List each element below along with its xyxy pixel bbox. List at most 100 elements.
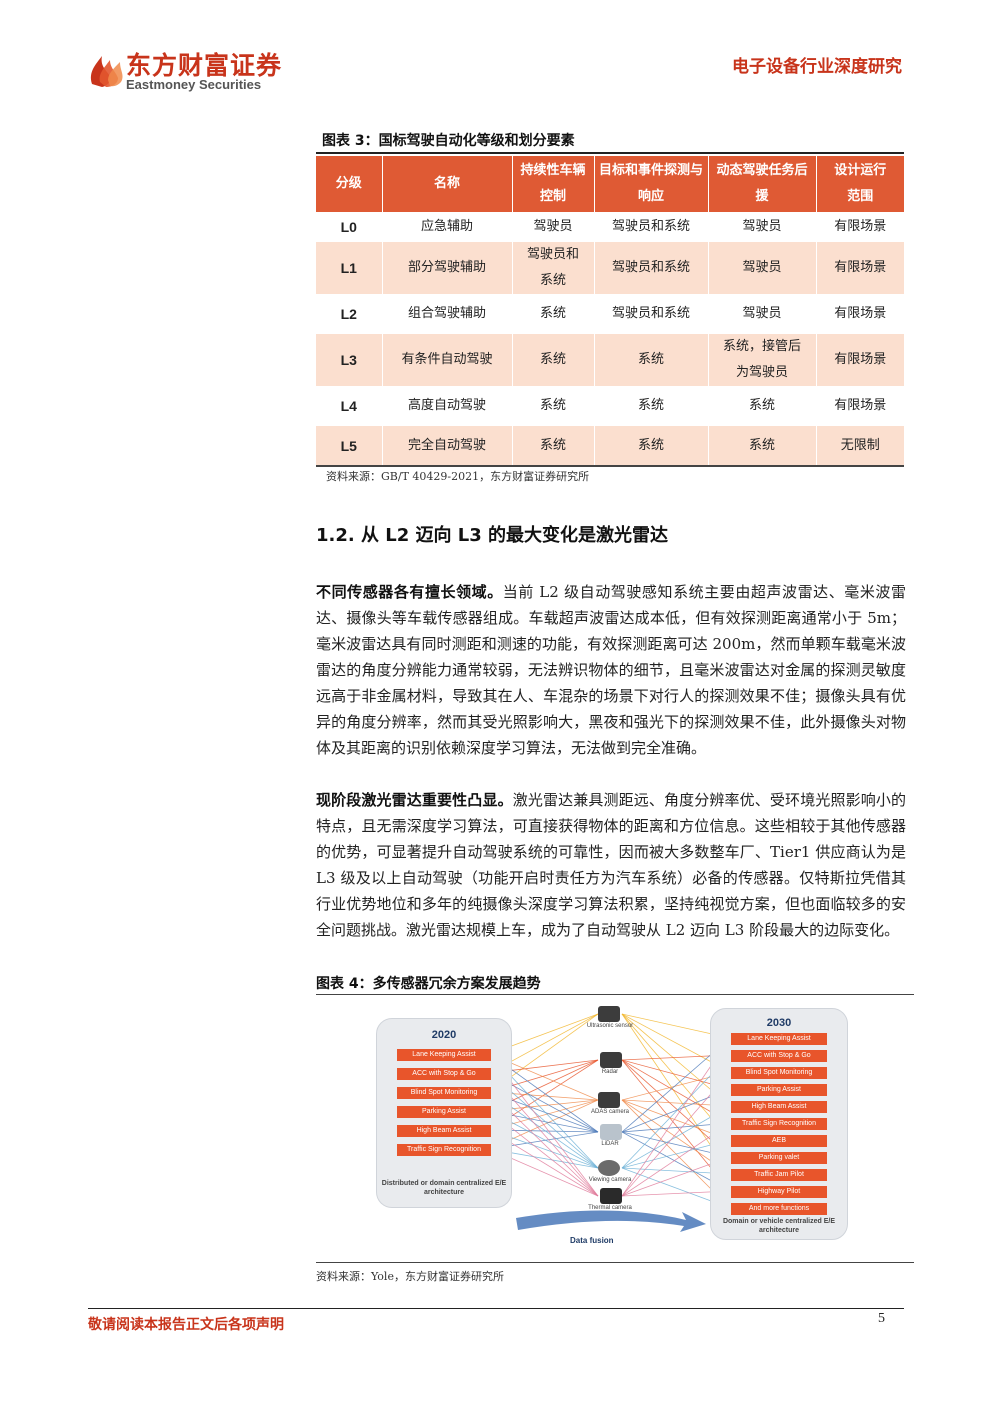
table-cell: 系统，接管后为驾驶员	[708, 334, 817, 386]
table-cell: 驾驶员	[512, 212, 595, 242]
table-cell: 有限场景	[816, 212, 904, 242]
table-cell: 高度自动驾驶	[382, 386, 513, 426]
right-function-pill: AEB	[731, 1135, 827, 1147]
table-cell: 系统	[594, 426, 709, 467]
paragraph-sensors-lead: 不同传感器各有擅长领域。	[316, 583, 503, 601]
table-cell: 系统	[512, 334, 595, 386]
table-header-row: 分级名称持续性车辆控制目标和事件探测与响应动态驾驶任务后援设计运行范围	[316, 156, 904, 212]
table-cell: 组合驾驶辅助	[382, 294, 513, 334]
panel-2020-footer: Distributed or domain centralized E/E ar…	[381, 1180, 507, 1196]
paragraph-lidar: 现阶段激光雷达重要性凸显。激光雷达兼具测距远、角度分辨率优、受环境光照影响小的特…	[316, 787, 906, 943]
paragraph-lidar-lead: 现阶段激光雷达重要性凸显。	[316, 791, 513, 809]
column-header: 动态驾驶任务后援	[708, 156, 817, 212]
column-header: 设计运行范围	[816, 156, 904, 212]
table-caption: 图表 3：国标驾驶自动化等级和划分要素	[322, 133, 575, 149]
logo-english-name: Eastmoney Securities	[126, 77, 262, 92]
left-function-pill: Lane Keeping Assist	[397, 1049, 491, 1061]
table-cell: 系统	[512, 426, 595, 467]
table-cell: 系统	[512, 386, 595, 426]
sensor-device-icon	[598, 1006, 620, 1022]
sensor-label: Ultrasonic sensor	[586, 1023, 634, 1029]
level-cell: L0	[316, 212, 383, 242]
right-function-pill: High Beam Assist	[731, 1101, 827, 1113]
table-cell: 系统	[708, 426, 817, 467]
page-number: 5	[878, 1311, 885, 1326]
level-cell: L3	[316, 334, 383, 386]
sensor-label: Radar	[601, 1069, 619, 1075]
sensor-label: Thermal camera	[588, 1205, 632, 1211]
caption-rule	[316, 152, 904, 154]
flame-logo-icon	[90, 56, 123, 87]
panel-2020-year: 2020	[431, 1029, 457, 1041]
left-function-pill: ACC with Stop & Go	[397, 1068, 491, 1080]
right-function-pill: Highway Pilot	[731, 1186, 827, 1198]
company-logo: 东方财富证券 Eastmoney Securities	[86, 44, 286, 94]
left-function-pill: Traffic Sign Recognition	[397, 1144, 491, 1156]
figure-source: 资料来源：Yole，东方财富证券研究所	[316, 1270, 504, 1283]
table-cell: 系统	[594, 386, 709, 426]
data-fusion-arrow-icon	[516, 1210, 706, 1232]
figure-caption: 图表 4：多传感器冗余方案发展趋势	[316, 976, 541, 992]
footer-disclaimer: 敬请阅读本报告正文后各项声明	[88, 1317, 284, 1333]
figure-top-rule	[316, 994, 914, 995]
table-cell: 有限场景	[816, 334, 904, 386]
right-function-pill: Traffic Sign Recognition	[731, 1118, 827, 1130]
sensor-label: LiDAR	[601, 1141, 619, 1147]
table-cell: 有限场景	[816, 386, 904, 426]
table-cell: 有限场景	[816, 294, 904, 334]
right-function-pill: And more functions	[731, 1203, 827, 1215]
paragraph-sensors-text: 当前 L2 级自动驾驶感知系统主要由超声波雷达、毫米波雷达、摄像头等车载传感器组…	[316, 583, 906, 757]
table-cell: 驾驶员和系统	[594, 242, 709, 294]
column-header: 名称	[382, 156, 513, 212]
column-header: 目标和事件探测与响应	[594, 156, 709, 212]
table-cell: 系统	[594, 334, 709, 386]
column-header: 持续性车辆控制	[512, 156, 595, 212]
table-cell: 驾驶员	[708, 294, 817, 334]
level-cell: L2	[316, 294, 383, 334]
level-cell: L1	[316, 242, 383, 294]
table-cell: 驾驶员和系统	[512, 242, 595, 294]
right-function-pill: Parking Assist	[731, 1084, 827, 1096]
sensor-device-icon	[598, 1160, 620, 1176]
table-source: 资料来源：GB/T 40429-2021，东方财富证券研究所	[326, 470, 590, 483]
section-heading: 1.2. 从 L2 迈向 L3 的最大变化是激光雷达	[316, 525, 669, 546]
sensor-label: Viewing camera	[588, 1177, 632, 1183]
sensor-label: ADAS camera	[590, 1109, 629, 1115]
table-cell: 驾驶员和系统	[594, 294, 709, 334]
sensor-device-icon	[600, 1124, 622, 1140]
figure-bottom-rule	[316, 1262, 914, 1263]
left-function-pill: High Beam Assist	[397, 1125, 491, 1137]
table-cell: 有限场景	[816, 242, 904, 294]
paragraph-lidar-text: 激光雷达兼具测距远、角度分辨率优、受环境光照影响小的特点，且无需深度学习算法，可…	[316, 791, 906, 939]
right-function-pill: Parking valet	[731, 1152, 827, 1164]
sensor-device-icon	[598, 1092, 620, 1108]
sensor-device-icon	[600, 1188, 622, 1204]
left-function-pill: Parking Assist	[397, 1106, 491, 1118]
column-header: 分级	[316, 156, 383, 212]
table-cell: 驾驶员	[708, 212, 817, 242]
table-cell: 系统	[512, 294, 595, 334]
table-cell: 系统	[708, 386, 817, 426]
report-category-title: 电子设备行业深度研究	[732, 57, 902, 77]
right-function-pill: Traffic Jam Pilot	[731, 1169, 827, 1181]
footer-rule	[88, 1308, 904, 1309]
table-cell: 应急辅助	[382, 212, 513, 242]
right-function-pill: ACC with Stop & Go	[731, 1050, 827, 1062]
table-cell: 无限制	[816, 426, 904, 467]
right-function-pill: Blind Spot Monitoring	[731, 1067, 827, 1079]
table-cell: 驾驶员	[708, 242, 817, 294]
panel-2030-year: 2030	[766, 1017, 792, 1029]
panel-2030-footer: Domain or vehicle centralized E/E archit…	[722, 1218, 836, 1234]
table-cell: 部分驾驶辅助	[382, 242, 513, 294]
right-function-pill: Lane Keeping Assist	[731, 1033, 827, 1045]
level-cell: L4	[316, 386, 383, 426]
